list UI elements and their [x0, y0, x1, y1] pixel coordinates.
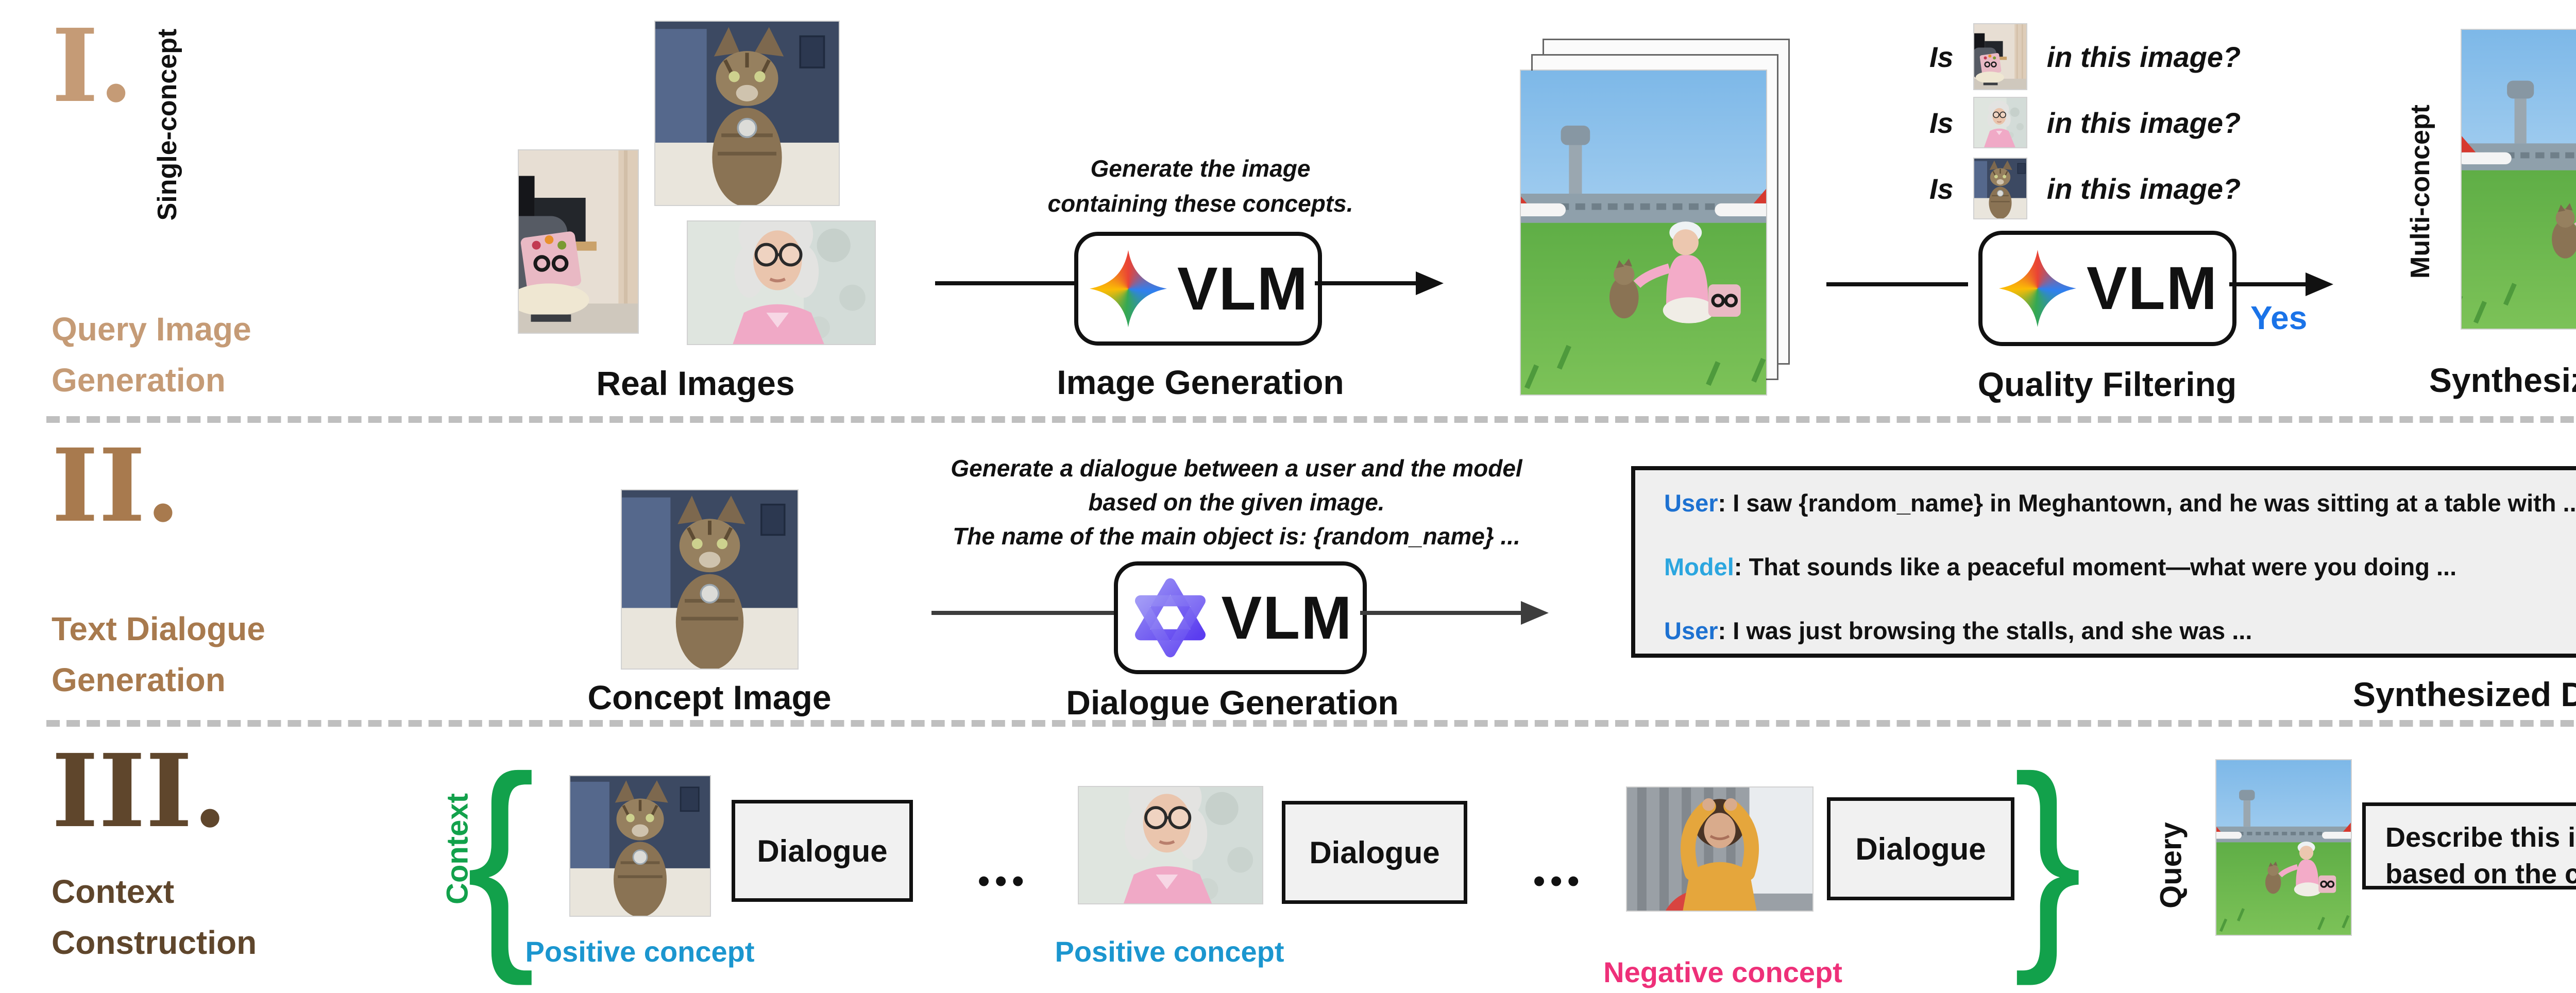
- vlm-purple-logo-icon: [1135, 578, 1206, 658]
- describe-line1: Describe this image: [2385, 822, 2576, 853]
- synthesized-image: [2461, 29, 2576, 330]
- stage1-numeral: I.: [52, 7, 134, 125]
- arrow-vlm-to-dialogue: [1360, 611, 1521, 615]
- stage2-numeral: II.: [52, 426, 181, 544]
- gemini-star-icon: [1088, 248, 1169, 330]
- separator-2: [46, 720, 2576, 727]
- real-image-chair-pillow: [518, 149, 639, 334]
- single-concept-label: Single-concept: [152, 28, 182, 221]
- query-image: [2215, 759, 2352, 936]
- arrow-vlm-to-generated: [1315, 281, 1416, 285]
- dialogue-turn-3-text: : I was just browsing the stalls, and sh…: [1718, 617, 2252, 644]
- multi-concept-label: Multi-concept: [2405, 105, 2435, 279]
- vlm-box-quality-filtering: VLM: [1978, 231, 2236, 346]
- dialogue-turn-1-speaker: User: [1664, 489, 1718, 517]
- arrowhead-vlm-to-dialogue-icon: [1521, 601, 1549, 625]
- question1-suffix: in this image?: [2046, 40, 2241, 73]
- arrowhead-filter-to-output-icon: [2306, 272, 2333, 296]
- concept-image-caption: Concept Image: [587, 678, 832, 716]
- dialogue-turn-2-speaker: Model: [1664, 553, 1734, 580]
- stage2-prompt-line2: based on the given image.: [1088, 489, 1385, 516]
- stage2-prompt-line1: Generate a dialogue between a user and t…: [951, 455, 1522, 482]
- dialogue-turn-1-text: : I saw {random_name} in Meghantown, and…: [1718, 489, 2576, 517]
- negative-concept-label: Negative concept: [1603, 956, 1842, 988]
- vlm-label: VLM: [1177, 254, 1309, 323]
- dialogue-chip-2: Dialogue: [1282, 801, 1467, 904]
- vlm-label: VLM: [1221, 584, 1353, 652]
- vlm-box-dialogue-generation: VLM: [1114, 561, 1367, 674]
- dialogue-chip-2-label: Dialogue: [1309, 835, 1440, 870]
- context-concept-cat: [569, 775, 711, 917]
- stage2-title: Text Dialogue Generation: [52, 604, 265, 706]
- context-brace-open-icon: {: [466, 728, 535, 986]
- synthesized-dialogue-caption: Synthesized Dialogue: [2352, 675, 2576, 713]
- question1-thumb-chair-pillow: [1973, 23, 2027, 90]
- quality-filtering-caption: Quality Filtering: [1977, 365, 2237, 403]
- dialogue-chip-1-label: Dialogue: [757, 833, 888, 868]
- dialogue-chip-3-label: Dialogue: [1855, 831, 1986, 866]
- stage3-title: Context Construction: [52, 866, 257, 968]
- generated-image-front: [1520, 70, 1767, 396]
- stage1-title-line2: Generation: [52, 362, 226, 399]
- ellipsis-2: •••: [1533, 862, 1585, 900]
- ellipsis-1: •••: [978, 862, 1029, 900]
- real-image-elderly-woman: [687, 220, 876, 345]
- stage1-title-line1: Query Image: [52, 311, 251, 348]
- question3-suffix: in this image?: [2046, 172, 2241, 205]
- arrow-generated-to-filter: [1826, 282, 1968, 286]
- question-row-1: Is in this image?: [1929, 23, 2241, 90]
- stage2-prompt-line3: The name of the main object is: {random_…: [953, 523, 1520, 550]
- dialogue-turn-1: User: I saw {random_name} in Meghantown,…: [1664, 489, 2576, 517]
- dialogue-turn-2: Model: That sounds like a peaceful momen…: [1664, 553, 2456, 581]
- context-concept-elderly-woman: [1078, 786, 1263, 904]
- question2-suffix: in this image?: [2046, 106, 2241, 139]
- yes-label: Yes: [2250, 299, 2308, 336]
- stage3-title-line1: Context: [52, 873, 175, 910]
- vlm-label: VLM: [2086, 254, 2218, 322]
- arrow-realimages-to-vlm: [935, 281, 1075, 285]
- stage2-title-line1: Text Dialogue: [52, 610, 265, 647]
- context-concept-negative-woman: [1626, 786, 1814, 912]
- arrow-filter-to-output: [2229, 282, 2306, 286]
- dialogue-turn-2-text: : That sounds like a peaceful moment—wha…: [1734, 553, 2457, 580]
- dialogue-turn-3-speaker: User: [1664, 617, 1718, 644]
- context-brace-close-icon: }: [2013, 728, 2082, 986]
- stage1-title: Query Image Generation: [52, 304, 251, 406]
- real-image-cat: [654, 21, 840, 206]
- dialogue-generation-caption: Dialogue Generation: [1066, 683, 1399, 722]
- dialogue-chip-3: Dialogue: [1827, 797, 2014, 900]
- positive-concept-label-1: Positive concept: [525, 935, 755, 968]
- question3-prefix: Is: [1929, 172, 1954, 205]
- gemini-star-icon: [1997, 248, 2078, 329]
- describe-line2: based on the context.: [2385, 859, 2576, 890]
- concept-image-cat: [621, 489, 799, 670]
- question-row-2: Is in this image?: [1929, 97, 2241, 148]
- image-generation-caption: Image Generation: [1057, 363, 1344, 401]
- separator-1: [46, 416, 2576, 423]
- question1-prefix: Is: [1929, 40, 1954, 73]
- question2-prefix: Is: [1929, 106, 1954, 139]
- vlm-box-image-generation: VLM: [1074, 232, 1322, 346]
- synthesized-image-caption: Synthesized Image: [2429, 361, 2576, 399]
- synthesized-dialogue-box: User: I saw {random_name} in Meghantown,…: [1631, 466, 2576, 658]
- query-label: Query: [2154, 822, 2188, 909]
- dialogue-turn-3: User: I was just browsing the stalls, an…: [1664, 617, 2252, 645]
- describe-instruction-box: Describe this image based on the context…: [2362, 802, 2576, 889]
- dialogue-chip-1: Dialogue: [732, 800, 913, 902]
- question2-thumb-elderly-woman: [1973, 97, 2027, 148]
- stage1-prompt-line1: Generate the image: [1090, 155, 1311, 182]
- stage3-title-line2: Construction: [52, 924, 257, 962]
- question-row-3: Is in this image?: [1929, 158, 2241, 219]
- question3-thumb-cat: [1973, 158, 2027, 219]
- positive-concept-label-2: Positive concept: [1055, 935, 1284, 968]
- arrow-concept-to-vlm: [931, 611, 1114, 615]
- stage2-title-line2: Generation: [52, 661, 226, 699]
- arrowhead-vlm-to-generated-icon: [1416, 271, 1444, 295]
- stage3-numeral: III.: [52, 732, 228, 850]
- real-images-caption: Real Images: [596, 364, 795, 402]
- stage1-prompt-line2: containing these concepts.: [1047, 190, 1353, 217]
